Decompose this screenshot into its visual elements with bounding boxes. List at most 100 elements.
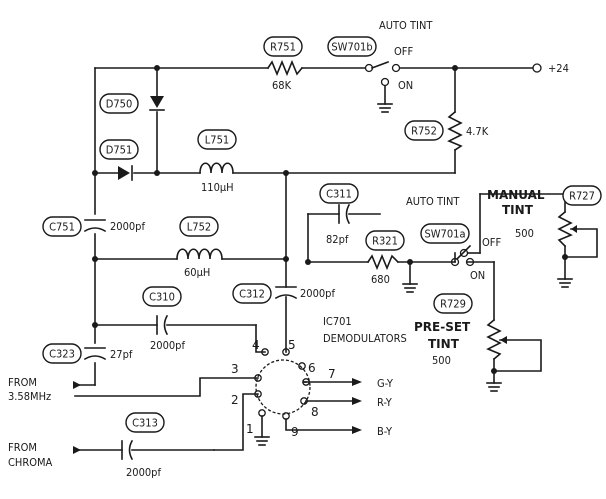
input-358mhz-line1: FROM xyxy=(8,376,37,389)
r729-value: 500 xyxy=(432,354,451,367)
l751-value: 110μH xyxy=(201,181,234,194)
d751-diode-symbol xyxy=(118,165,133,181)
ref-label-r729: R729 xyxy=(433,293,473,314)
r729-title-line1: PRE-SET xyxy=(414,320,471,334)
ground-symbol xyxy=(486,382,502,392)
svg-text:R752: R752 xyxy=(411,125,437,138)
svg-text:R729: R729 xyxy=(440,298,466,311)
supply-voltage-label: +24 xyxy=(548,62,569,75)
sw701b-off-label: OFF xyxy=(394,45,413,58)
input-chroma-line2: CHROMA xyxy=(8,456,53,469)
svg-text:L752: L752 xyxy=(187,221,211,234)
d750-diode-symbol xyxy=(149,96,165,111)
r727-title-line2: TINT xyxy=(502,203,534,217)
ref-label-r321: R321 xyxy=(365,230,405,251)
ref-label-c312: C312 xyxy=(232,283,272,304)
ic-pin-7-label: 7 xyxy=(328,367,336,381)
junction-dots xyxy=(92,65,568,374)
ref-label-c313: C313 xyxy=(125,412,165,433)
r729-potentiometer-symbol xyxy=(486,318,507,361)
ref-label-r751: R751 xyxy=(263,36,303,57)
l751-inductor-symbol xyxy=(199,162,234,174)
r727-potentiometer-symbol xyxy=(557,210,577,248)
sw701b-title: AUTO TINT xyxy=(379,19,433,32)
c751-capacitor-symbol xyxy=(83,219,107,233)
c323-value: 27pf xyxy=(110,348,133,361)
ref-label-r752: R752 xyxy=(404,120,444,141)
ground-symbol xyxy=(402,283,418,293)
ic-pin-8-label: 8 xyxy=(311,405,319,419)
r751-value: 68K xyxy=(272,79,292,92)
ground-symbol xyxy=(557,278,573,288)
wiring xyxy=(74,67,598,451)
ic-pin-9-label: 9 xyxy=(291,425,299,439)
c311-capacitor-symbol xyxy=(338,203,351,225)
ref-label-sw701b: SW701b xyxy=(327,36,377,57)
ground-symbol xyxy=(254,436,270,446)
ic701-package-symbol xyxy=(254,348,311,420)
r727-title-line1: MANUAL xyxy=(487,188,545,202)
svg-text:D751: D751 xyxy=(106,144,133,157)
c311-value: 82pf xyxy=(326,233,349,246)
r321-value: 680 xyxy=(371,273,390,286)
ic-pin-3-label: 3 xyxy=(231,362,239,376)
signal-arrows xyxy=(73,378,362,454)
c310-value: 2000pf xyxy=(150,339,185,352)
svg-text:R321: R321 xyxy=(372,235,398,248)
input-chroma-line1: FROM xyxy=(8,441,37,454)
c312-capacitor-symbol xyxy=(274,286,298,300)
ref-label-c310: C310 xyxy=(142,286,182,307)
svg-text:C313: C313 xyxy=(132,417,158,430)
c313-capacitor-symbol xyxy=(121,439,134,461)
svg-text:C751: C751 xyxy=(49,221,75,234)
supply-terminal xyxy=(532,63,542,73)
ref-label-l752: L752 xyxy=(179,216,219,237)
ref-label-d750: D750 xyxy=(99,93,139,114)
c323-capacitor-symbol xyxy=(83,347,107,361)
svg-text:C323: C323 xyxy=(49,348,75,361)
ref-label-c751: C751 xyxy=(42,216,82,237)
ic-pin-1-label: 1 xyxy=(246,422,254,436)
ground-symbol xyxy=(377,103,393,113)
l752-inductor-symbol xyxy=(176,248,223,260)
sw701a-title: AUTO TINT xyxy=(406,195,460,208)
sw701a-switch-symbol xyxy=(450,244,475,267)
r752-value: 4.7K xyxy=(466,125,489,138)
svg-text:SW701a: SW701a xyxy=(424,228,465,241)
input-358mhz-line2: 3.58MHz xyxy=(8,390,51,403)
output-g-y-label: G-Y xyxy=(377,377,394,390)
output-r-y-label: R-Y xyxy=(377,396,393,409)
ic-pin-4-label: 4 xyxy=(252,338,260,352)
c310-capacitor-symbol xyxy=(156,314,169,336)
output-b-y-label: B-Y xyxy=(377,425,393,438)
svg-text:C311: C311 xyxy=(326,188,352,201)
l752-value: 60μH xyxy=(184,266,210,279)
c312-value: 2000pf xyxy=(300,287,335,300)
sw701b-on-label: ON xyxy=(398,79,413,92)
ic-pin-6-label: 6 xyxy=(308,361,316,375)
ref-label-sw701a: SW701a xyxy=(420,223,470,244)
ref-label-c323: C323 xyxy=(42,343,82,364)
svg-text:R751: R751 xyxy=(270,41,296,54)
c751-value: 2000pf xyxy=(110,220,145,233)
svg-text:SW701b: SW701b xyxy=(331,41,372,54)
svg-text:R727: R727 xyxy=(569,190,595,203)
c313-value: 2000pf xyxy=(126,466,161,479)
svg-text:L751: L751 xyxy=(205,134,229,147)
ic-pin-2-label: 2 xyxy=(231,393,239,407)
ref-label-r727: R727 xyxy=(562,185,602,206)
svg-text:C310: C310 xyxy=(149,291,175,304)
sw701b-switch-symbol xyxy=(364,60,401,105)
ref-label-d751: D751 xyxy=(99,139,139,160)
r321-resistor-symbol xyxy=(366,253,400,271)
svg-text:C312: C312 xyxy=(239,288,265,301)
r752-resistor-symbol xyxy=(447,110,463,152)
sw701a-on-label: ON xyxy=(470,269,485,282)
ref-label-l751: L751 xyxy=(197,129,237,150)
ic-pin-5-label: 5 xyxy=(288,338,296,352)
sw701a-off-label: OFF xyxy=(482,236,501,249)
r729-title-line2: TINT xyxy=(428,337,460,351)
svg-text:D750: D750 xyxy=(106,98,133,111)
ref-label-c311: C311 xyxy=(319,183,359,204)
